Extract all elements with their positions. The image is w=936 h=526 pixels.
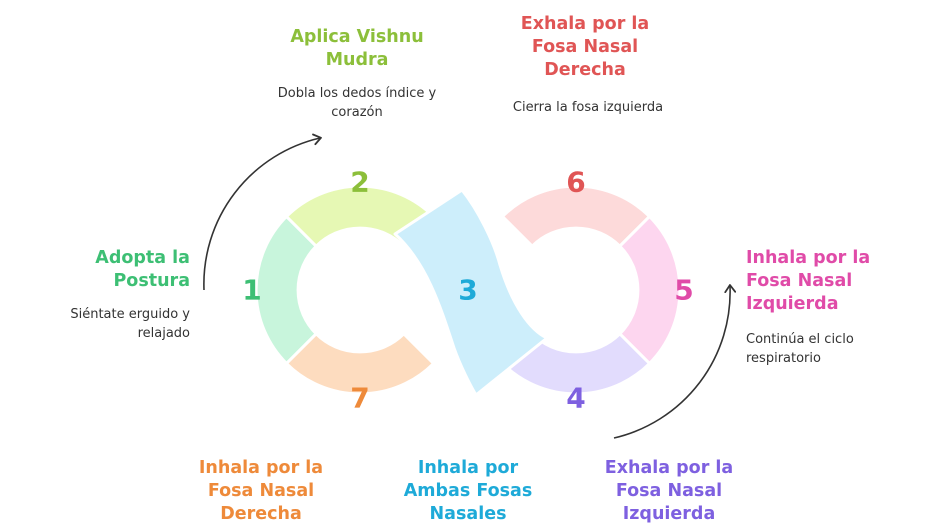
step-6-title: Exhala por la Fosa Nasal Derecha [520,14,650,80]
step-1-number: 1 [242,274,261,307]
step-4-title: Exhala por la Fosa Nasal Izquierda [604,458,734,524]
step-3-number: 3 [458,274,477,307]
step-6-number: 6 [566,166,585,199]
step-5-number: 5 [674,274,693,307]
step-3-segment [393,188,549,397]
step-7-number: 7 [350,382,369,415]
step-5-segment [618,215,682,365]
step-6-segment [501,184,651,248]
step-2-title: Aplica Vishnu Mudra [290,27,424,70]
step-4-number: 4 [566,382,585,415]
step-7-segment [285,332,435,396]
step-1-segment [254,215,318,365]
step-6-description: Cierra la fosa izquierda [512,100,664,115]
cycle-arrow-bottom-right [613,284,737,439]
step-1-title: Adopta la Postura [95,248,190,291]
step-1-description: Siéntate erguido y relajado [70,307,190,341]
step-3-title: Inhala por Ambas Fosas Nasales [403,458,533,524]
cycle-arrow-top-left [203,133,322,291]
step-5-description: Continúa el ciclo respiratorio [746,332,854,366]
step-5-title: Inhala por la Fosa Nasal Izquierda [746,248,871,314]
step-4-segment [501,332,651,396]
step-2-number: 2 [350,166,369,199]
step-7-title: Inhala por la Fosa Nasal Derecha [198,458,324,524]
step-2-description: Dobla los dedos índice y corazón [277,86,437,120]
